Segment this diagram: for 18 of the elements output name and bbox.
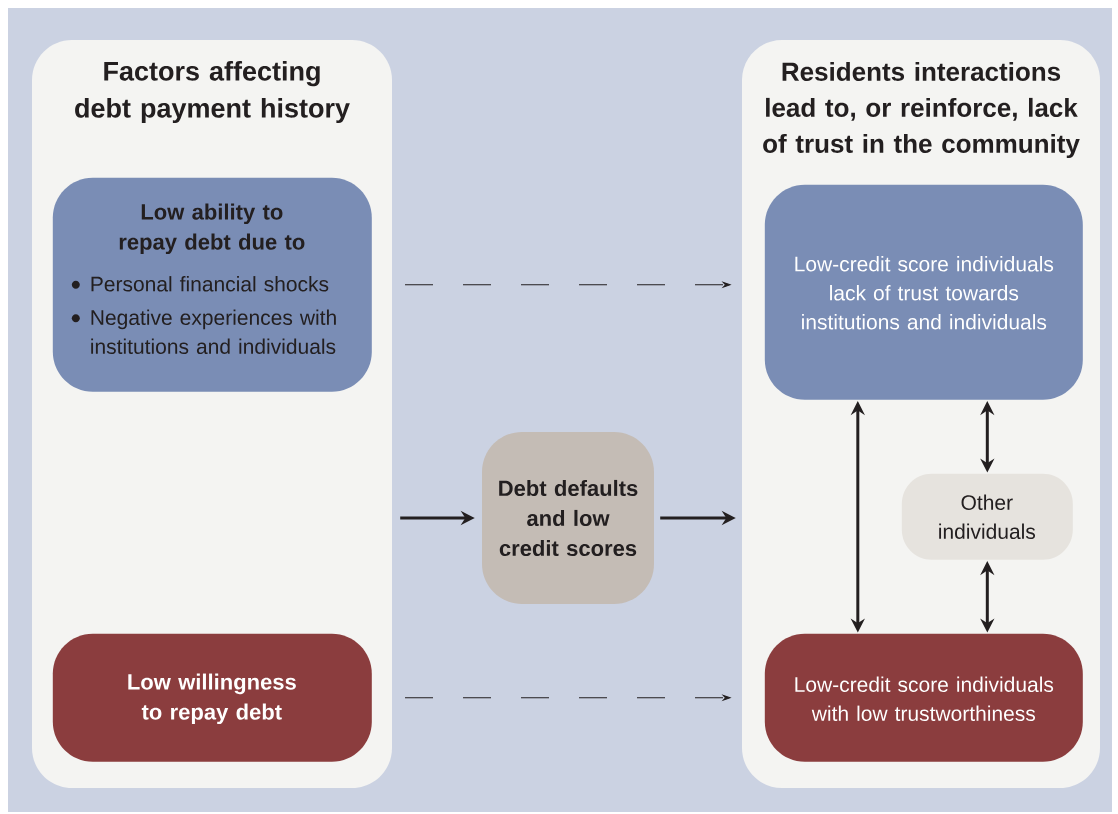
- box-text: Low-credit score individuals with low trustworthiness: [795, 676, 1054, 721]
- rounded-box: [764, 633, 1083, 762]
- rounded-box: [482, 432, 654, 604]
- rounded-box: [52, 177, 372, 392]
- title: Factors affecting debt payment history: [75, 60, 350, 124]
- title: Residents interactions lead to, or reinforce, lack of trust in the community: [763, 61, 1080, 159]
- box-text: Low willingness to repay debt: [128, 673, 296, 725]
- box-text: Low ability to repay debt due to: [119, 203, 305, 255]
- bullet-text: Negative experiences with institutions and individuals: [91, 309, 336, 354]
- rounded-box: [52, 633, 372, 762]
- dashed-arrow: [404, 281, 731, 288]
- box-text: Low-credit score individuals lack of trust towards institutions and individuals: [795, 256, 1054, 330]
- box-text: Other individuals: [939, 494, 1036, 539]
- rounded-box: [901, 473, 1073, 560]
- bullet-text: Personal financial shocks: [91, 276, 329, 292]
- box-text: Debt defaults and low credit scores: [499, 479, 638, 557]
- dashed-arrow: [404, 694, 731, 701]
- rounded-box: [764, 184, 1083, 400]
